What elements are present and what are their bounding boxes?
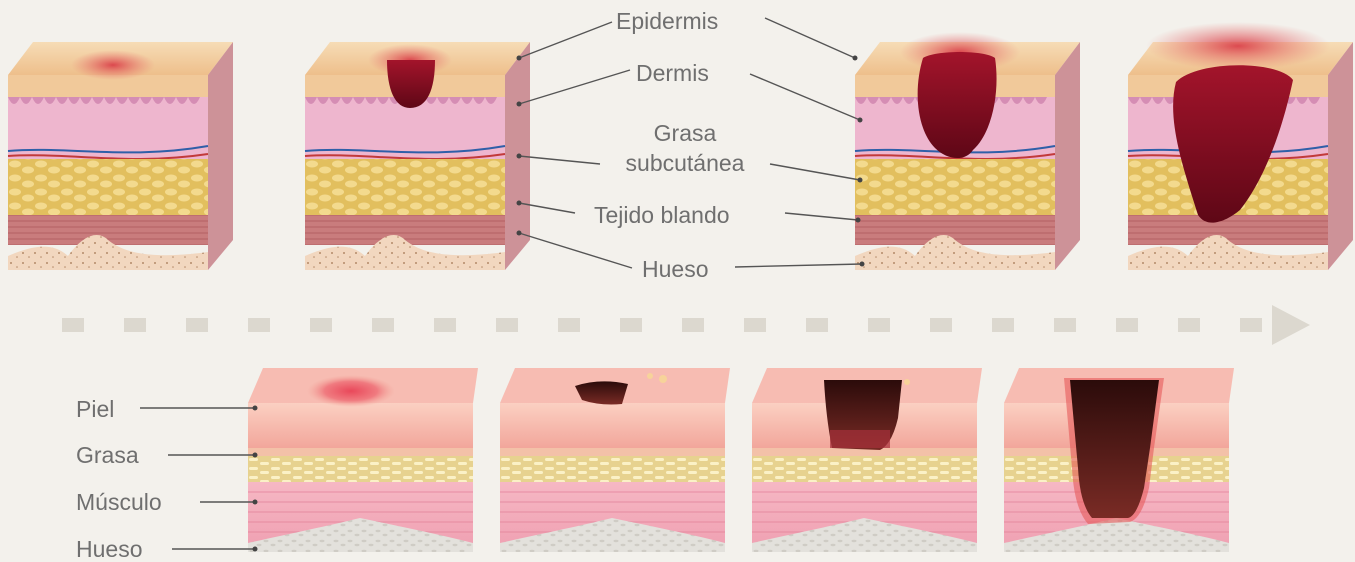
- stage1-cube: [8, 42, 233, 270]
- label-hueso-bottom: Hueso: [76, 536, 142, 562]
- bottom-stage4: [1004, 368, 1234, 552]
- stage3-cube: [855, 32, 1080, 270]
- bottom-leader-lines: [140, 408, 255, 549]
- label-grasa-subcutanea-2: subcutánea: [600, 150, 770, 176]
- label-dermis: Dermis: [636, 60, 709, 86]
- label-tejido-blando: Tejido blando: [594, 202, 730, 228]
- bottom-stage1: [248, 368, 478, 552]
- label-piel: Piel: [76, 396, 114, 422]
- label-grasa-subcutanea-1: Grasa: [600, 120, 770, 146]
- label-epidermis: Epidermis: [616, 8, 718, 34]
- stage2-cube: [305, 42, 530, 270]
- bottom-stage3: [752, 368, 982, 552]
- bottom-stage2: [500, 368, 730, 552]
- label-grasa: Grasa: [76, 442, 139, 468]
- label-hueso-top: Hueso: [642, 256, 708, 282]
- label-musculo: Músculo: [76, 489, 162, 515]
- stage4-cube: [1128, 22, 1353, 270]
- progression-arrow: [62, 305, 1310, 345]
